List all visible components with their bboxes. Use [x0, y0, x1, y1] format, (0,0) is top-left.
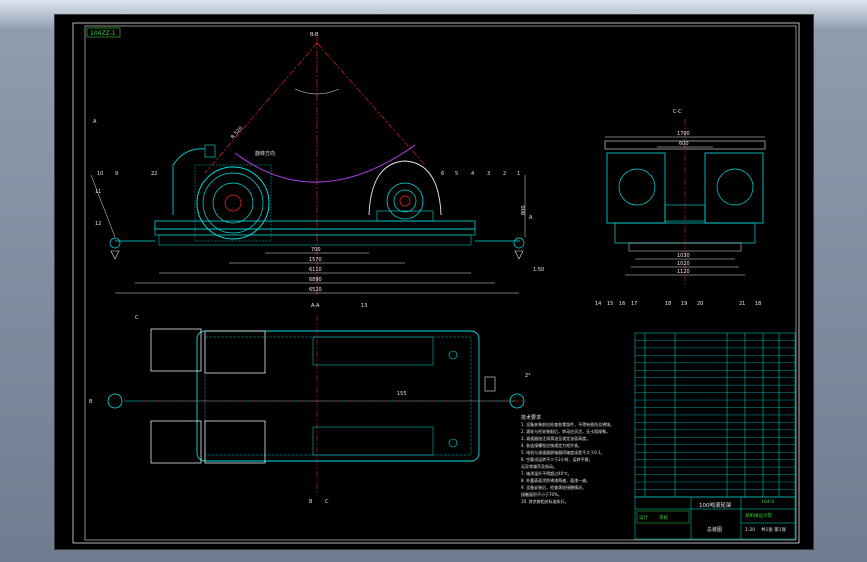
- note-line: 5. 电机与减速器联轴器同轴度误差不大于0.1。: [521, 449, 604, 455]
- callouts-side: 14 15 16 17 18 19 20 21 18: [595, 301, 761, 307]
- callout-13: 13: [361, 303, 367, 309]
- title-block: [634, 496, 796, 540]
- callout-11: 11: [95, 189, 101, 195]
- section-cc-label: C-C: [673, 109, 682, 115]
- drawing-inner-border: [84, 25, 797, 541]
- dim-main-1: 1570: [309, 257, 322, 263]
- callout-16: 16: [619, 301, 625, 307]
- cone-line-right: [316, 42, 426, 166]
- dim-main-2: 6110: [309, 267, 322, 273]
- note-line: 4. 各连接螺栓应按规定力矩拧紧。: [521, 442, 582, 448]
- callout-21: 21: [739, 301, 745, 307]
- callout-6: 6: [441, 171, 444, 177]
- dim-angle: 2°: [525, 373, 531, 379]
- cone-line-left: [204, 42, 318, 174]
- dim-side-1: 600: [679, 141, 689, 147]
- note-line: 1. 设备安装前应检查各零部件，不得有损伤及锈蚀。: [521, 421, 614, 427]
- callout-18b: 18: [755, 301, 761, 307]
- callout-18a: 18: [665, 301, 671, 307]
- dim-155: 155: [397, 391, 407, 397]
- dim-side-3: 1020: [677, 261, 690, 267]
- note-line: 8. 外露表面涂防锈漆两遍，面漆一遍。: [521, 477, 590, 483]
- view-label-bb: B-B: [310, 32, 319, 38]
- leader-left: [90, 174, 116, 238]
- title-block-checker: 审核: [659, 514, 668, 521]
- note-line: 6. 空载试运转不少于2小时，运转平稳，: [521, 456, 593, 462]
- notes-title: 技术要求: [521, 414, 541, 421]
- side-dimension-lines: [605, 136, 765, 276]
- note-line: 无异常噪声及振动。: [521, 463, 557, 469]
- callouts-top: 10 9 22 6 5 4 3 2 1 11 12: [95, 171, 520, 227]
- view-label-aa: A-A: [311, 303, 320, 309]
- section-mark-a-right: A: [529, 215, 533, 221]
- cad-drawing: 104ZZ-1 B-B R 520 旋转方向: [72, 22, 800, 544]
- section-mark-a-left: A: [93, 119, 97, 125]
- callout-14: 14: [595, 301, 601, 307]
- note-line: 9. 设备安装后，检查滚轮接触情况，: [521, 484, 586, 490]
- note-line: 10. 其余按相关标准执行。: [521, 498, 569, 504]
- rotation-annotation: 旋转方向: [255, 150, 275, 157]
- callout-5: 5: [455, 171, 458, 177]
- dim-main-4: 6520: [309, 287, 322, 293]
- callout-22: 22: [151, 171, 157, 177]
- section-mark-c-top: C: [135, 315, 139, 321]
- section-mark-c-bottom: C: [325, 499, 329, 505]
- note-line: 3. 减速器加注润滑油至规定油面高度。: [521, 435, 590, 441]
- callout-15: 15: [607, 301, 613, 307]
- title-block-green-field: [636, 510, 690, 524]
- callout-4: 4: [471, 171, 474, 177]
- plan-view-assembly: [107, 328, 525, 464]
- callout-2: 2: [503, 171, 506, 177]
- drawing-border: [72, 22, 800, 544]
- note-line: 接触面积不小于70%。: [521, 491, 562, 497]
- dim-taper: 1:50: [533, 267, 544, 273]
- front-dimension-lines: [115, 252, 519, 294]
- cad-viewport[interactable]: 104ZZ-1 B-B R 520 旋转方向: [54, 14, 814, 550]
- title-block-designer: 设计: [639, 514, 648, 521]
- workpiece-arc: [234, 144, 416, 183]
- drawing-title: 100吨滚轮架: [699, 501, 732, 509]
- callout-3: 3: [487, 171, 490, 177]
- callout-20: 20: [697, 301, 703, 307]
- dim-side-4: 1120: [677, 269, 690, 275]
- dim-side-2: 1030: [677, 253, 690, 259]
- title-block-unit: 总装图: [707, 526, 722, 533]
- title-block-sheet: 共1张 第1张: [761, 526, 787, 533]
- drive-roller-assembly: [172, 144, 272, 242]
- callout-19: 19: [681, 301, 687, 307]
- dim-main-3: 6890: [309, 277, 322, 283]
- title-block-company: 某机械设计院: [745, 512, 772, 519]
- base-frame: [109, 220, 525, 260]
- dim-radius: R 520: [230, 125, 244, 140]
- callout-17: 17: [631, 301, 637, 307]
- note-line: 2. 滚轮与托轮装配后，转动应灵活，无卡阻现象。: [521, 428, 610, 434]
- dim-main-0: 700: [311, 247, 321, 253]
- parts-list-rows: [635, 340, 795, 490]
- callout-12: 12: [95, 221, 101, 227]
- dim-side-0: 1700: [677, 131, 690, 137]
- title-block-scale: 1:20: [745, 527, 755, 533]
- frame-code-box: [86, 27, 121, 38]
- section-mark-b-left: B: [89, 399, 93, 405]
- callout-1: 1: [517, 171, 520, 177]
- note-line: 7. 轴承温升不得超过40℃。: [521, 470, 572, 476]
- frame-code: 104ZZ-1: [90, 30, 116, 37]
- dim-height: 800: [521, 205, 527, 215]
- idler-roller-assembly: [368, 160, 442, 222]
- callout-9: 9: [115, 171, 118, 177]
- callout-10: 10: [97, 171, 103, 177]
- section-mark-b-bottom: B: [309, 499, 313, 505]
- title-block-code: 104-0: [761, 499, 774, 505]
- angle-arc: [294, 88, 340, 95]
- technical-notes: 技术要求 1. 设备安装前应检查各零部件，不得有损伤及锈蚀。 2. 滚轮与托轮装…: [521, 414, 614, 504]
